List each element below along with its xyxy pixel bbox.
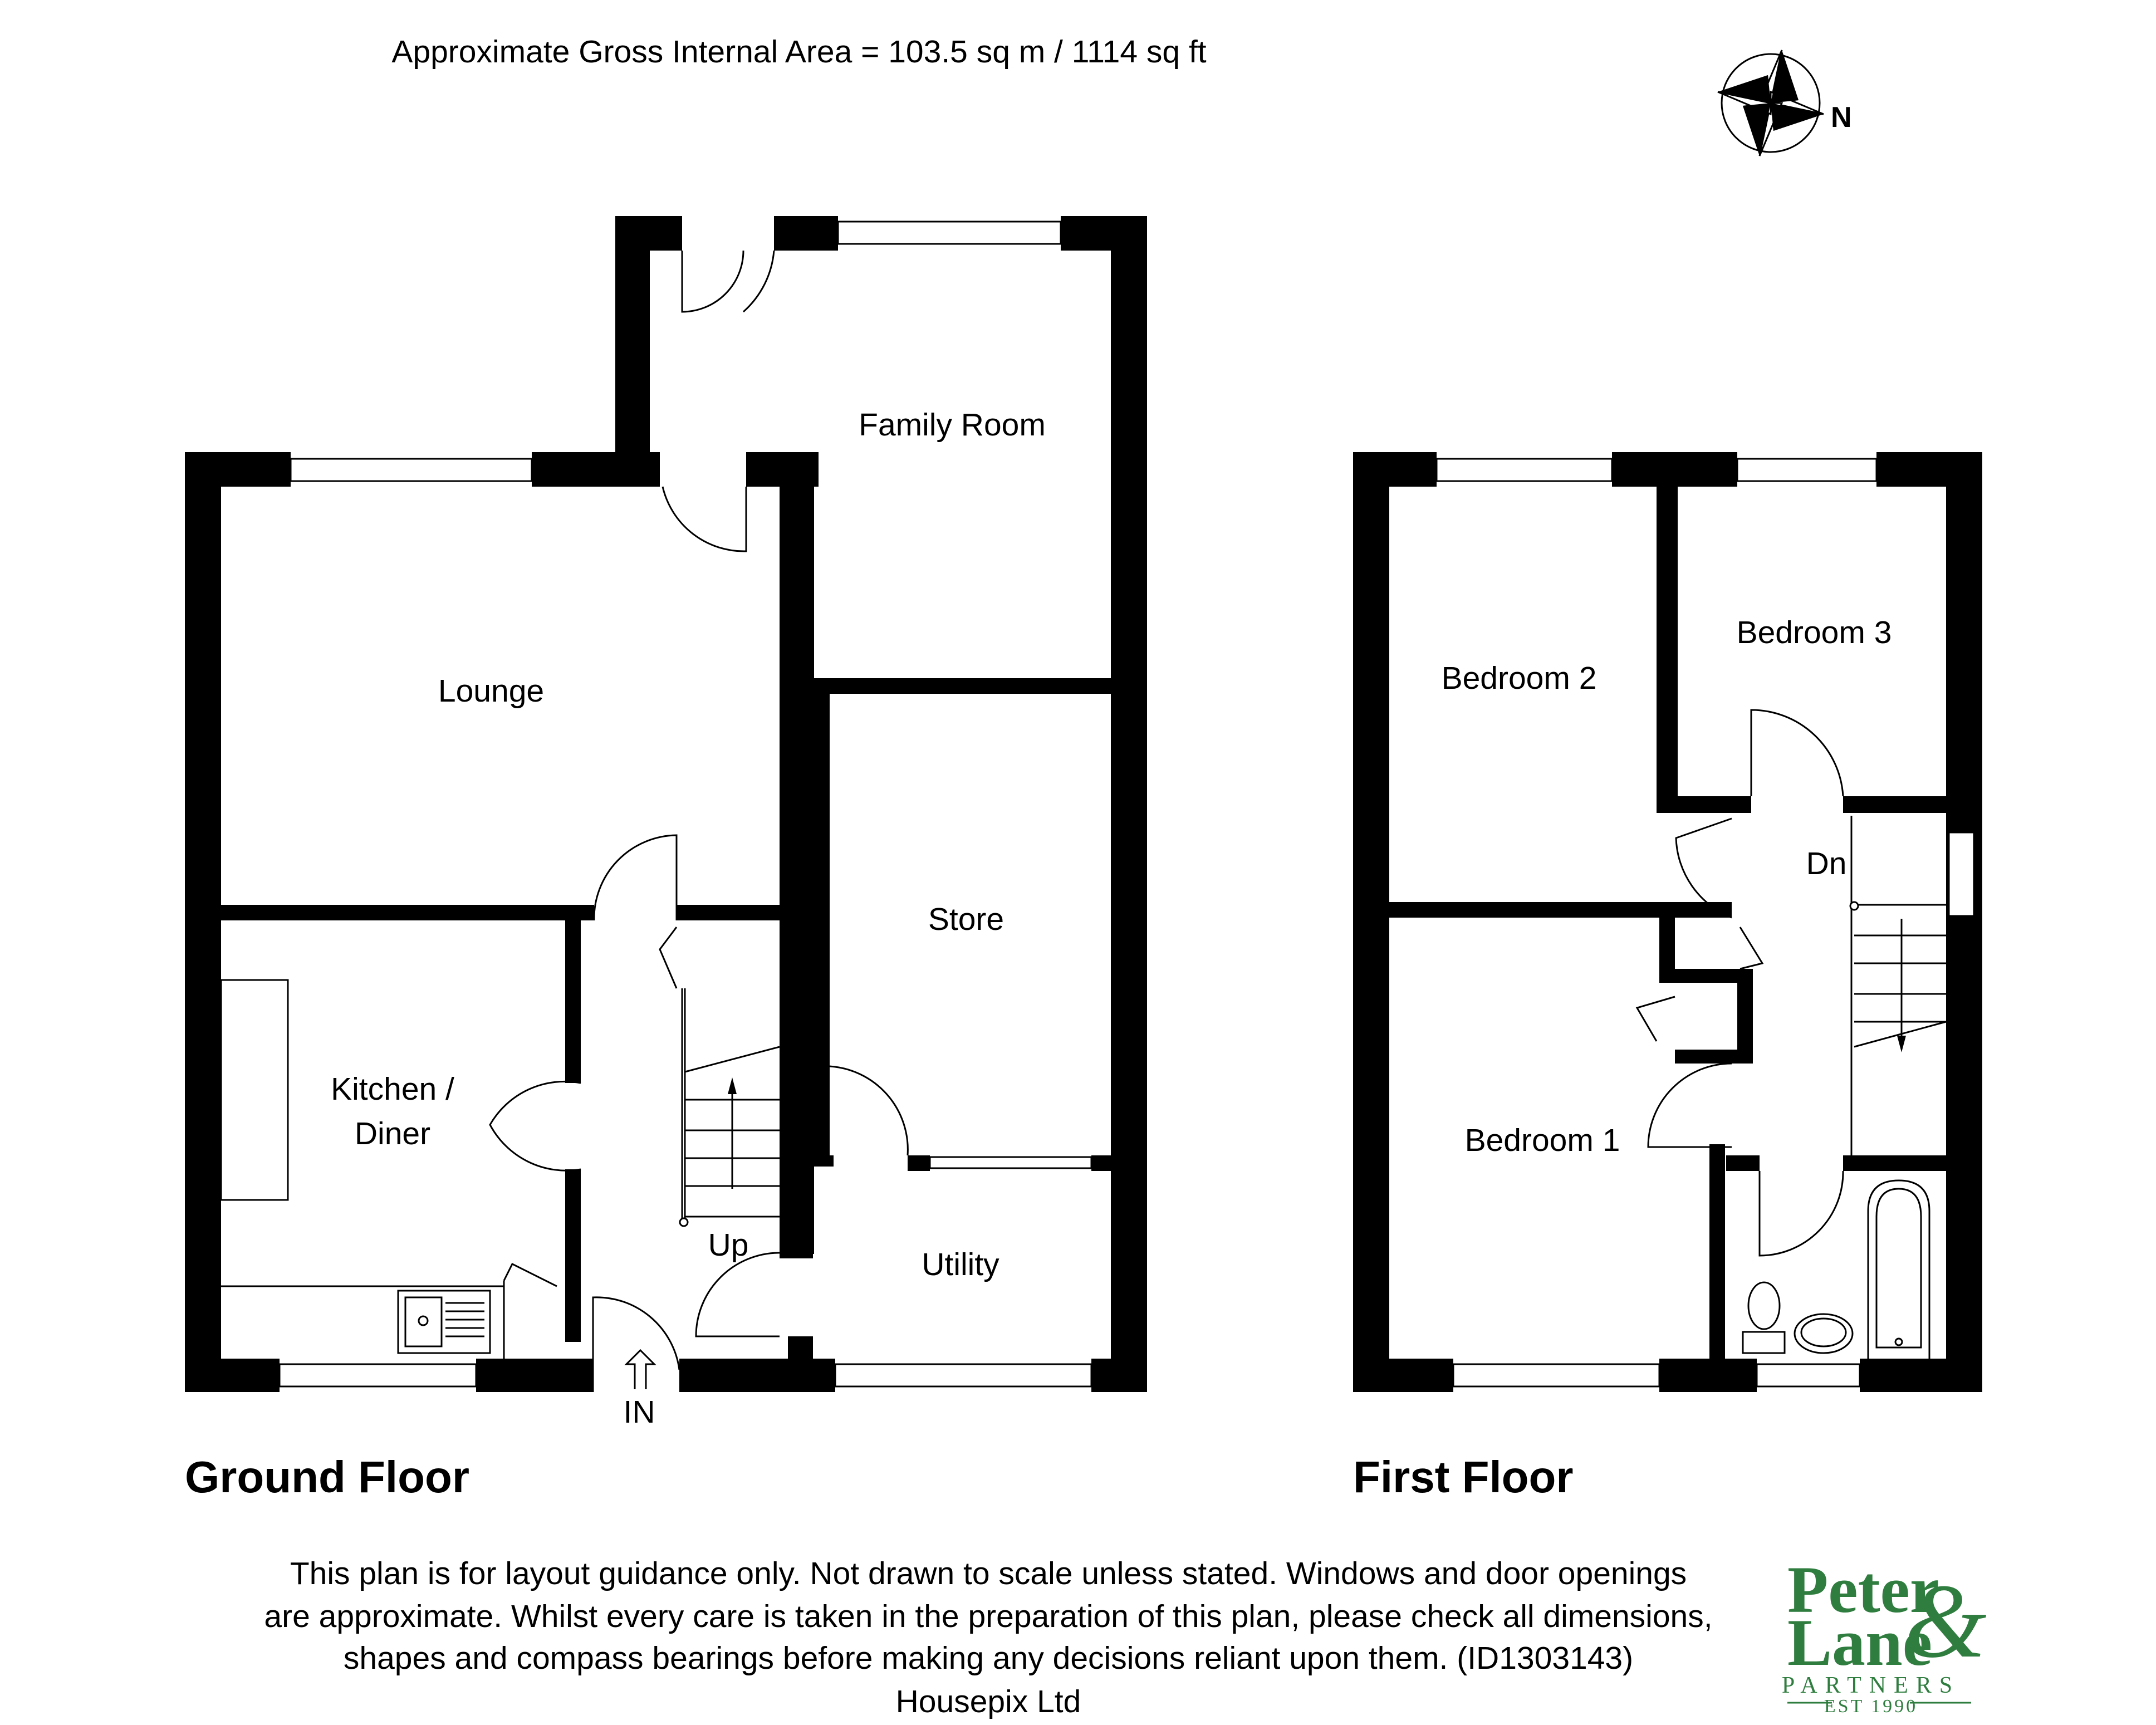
compass-icon [1717,50,1824,156]
area-text: Approximate Gross Internal Area = 103.5 … [391,34,1206,70]
utility-label: Utility [922,1247,999,1282]
ground-floor-windows [278,220,1092,1388]
bedroom-1-label: Bedroom 1 [1465,1123,1620,1158]
first-floor-title: First Floor [1353,1452,1574,1502]
ground-floor-title: Ground Floor [185,1452,469,1502]
first-floor-walls [1353,452,1982,1392]
logo-line1: Peter [1787,1552,1939,1626]
logo-partners: PARTNERS [1782,1673,1960,1698]
lounge-label: Lounge [438,673,544,709]
disclaimer-line-4: Housepix Ltd [896,1684,1081,1719]
peter-lane-logo: Peter Lane & PARTNERS EST 1990 [1782,1552,1987,1717]
logo-ampersand: & [1904,1563,1987,1680]
first-floor-fixtures [1742,901,1947,1359]
logo-est: EST 1990 [1824,1696,1918,1717]
stairs-down-label: Dn [1806,846,1847,881]
entrance-label: IN [624,1394,655,1430]
logo-line2: Lane [1787,1605,1932,1679]
ground-floor-walls [185,216,1147,1392]
first-floor-doors [1635,709,1853,1257]
stairs-up-label: Up [708,1227,749,1263]
family-room-label: Family Room [859,407,1046,443]
kitchen-label-line1: Kitchen / [331,1071,454,1107]
ground-floor-fixtures [220,979,780,1389]
disclaimer-line-2: are approximate. Whilst every care is ta… [264,1599,1712,1634]
store-label: Store [928,901,1004,937]
ground-floor-doors [489,250,909,1392]
disclaimer-line-3: shapes and compass bearings before makin… [344,1640,1633,1676]
bedroom-3-label: Bedroom 3 [1737,615,1892,650]
compass-north-label: N [1831,101,1852,134]
first-floor-windows [1435,458,1975,1388]
bedroom-2-label: Bedroom 2 [1442,660,1597,696]
disclaimer-line-1: This plan is for layout guidance only. N… [290,1556,1687,1591]
kitchen-label-line2: Diner [355,1116,430,1151]
